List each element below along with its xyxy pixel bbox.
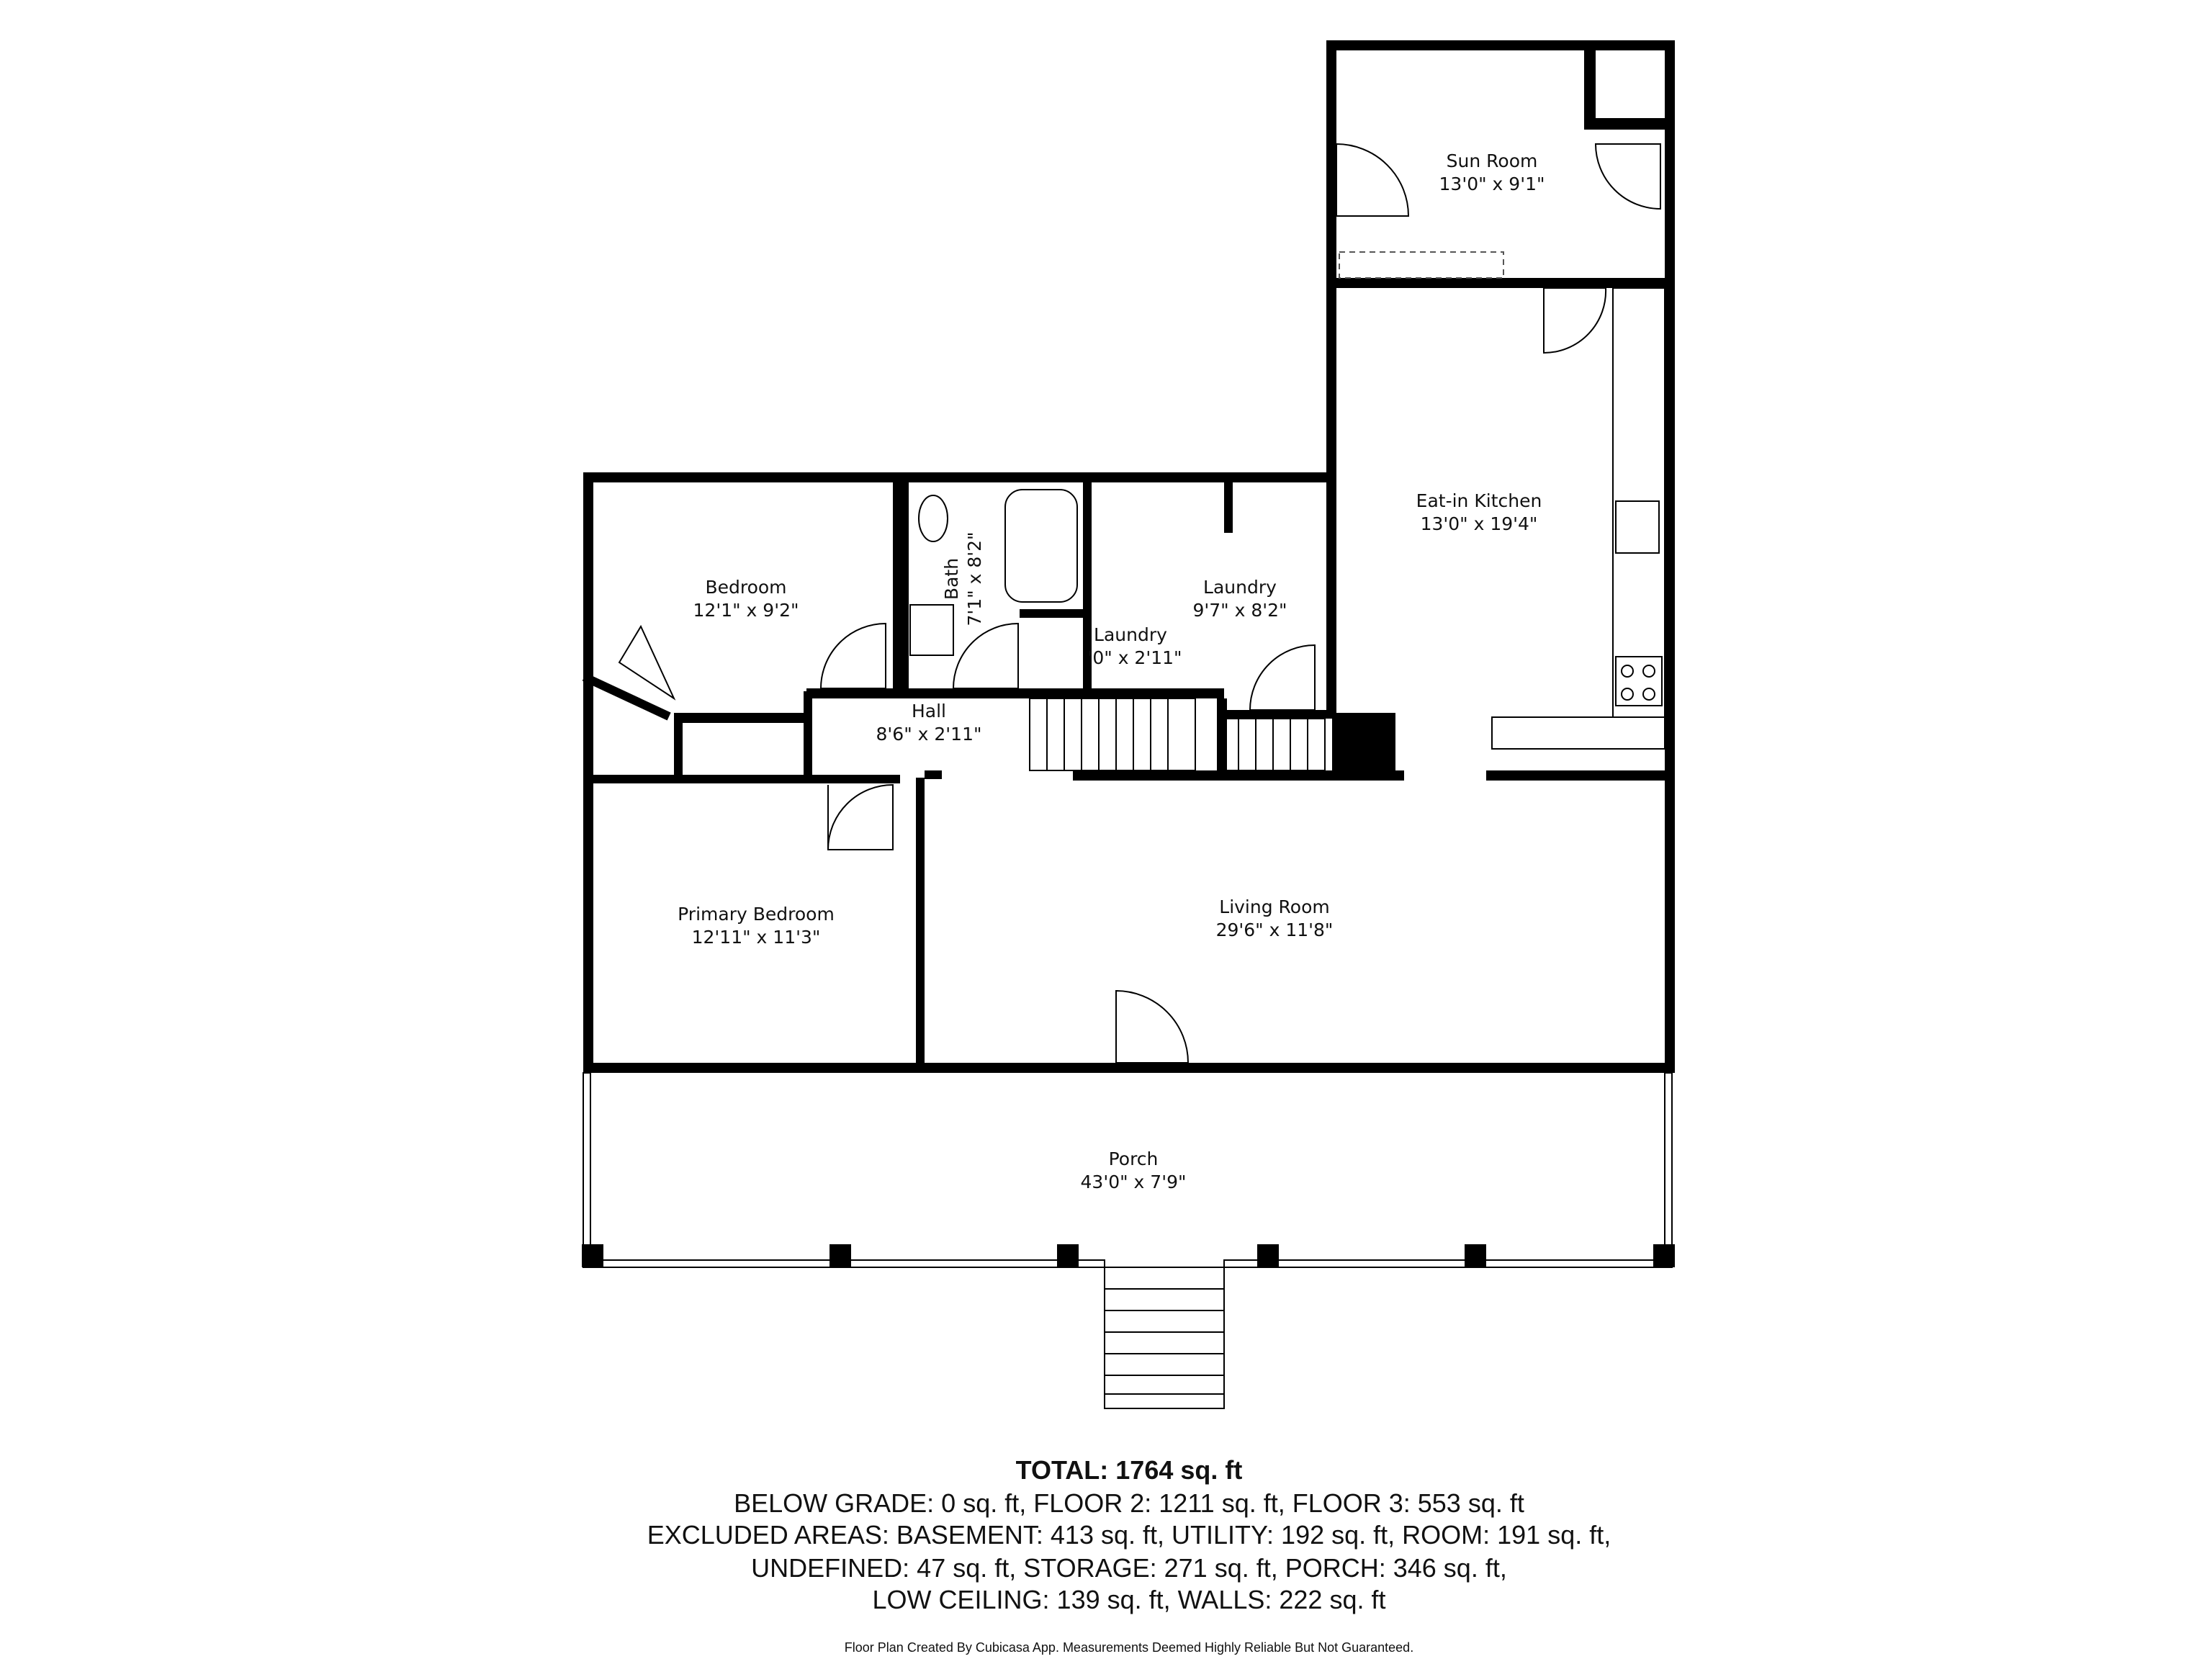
room-size-hall: 8'6" x 2'11" xyxy=(876,724,982,745)
room-size-laundry: 9'7" x 8'2" xyxy=(1192,600,1287,621)
porch-structure xyxy=(582,1072,1675,1268)
room-name-bath: Bath xyxy=(941,558,962,600)
room-name-laundry-closet: Laundry xyxy=(1094,624,1167,645)
fixtures xyxy=(618,143,1665,1409)
room-size-primary-bedroom: 12'11" x 11'3" xyxy=(692,927,821,948)
walls xyxy=(582,40,1675,1073)
room-name-living-room: Living Room xyxy=(1219,896,1329,917)
room-size-bath: 7'1" x 8'2" xyxy=(964,531,985,626)
area-summary: TOTAL: 1764 sq. ft BELOW GRADE: 0 sq. ft… xyxy=(647,1455,1611,1655)
room-size-laundry-closet: '0" x 2'11" xyxy=(1087,647,1182,668)
total-area: TOTAL: 1764 sq. ft xyxy=(1016,1455,1243,1485)
room-size-porch: 43'0" x 7'9" xyxy=(1081,1172,1187,1192)
room-name-laundry: Laundry xyxy=(1203,577,1277,598)
summary-line: EXCLUDED AREAS: BASEMENT: 413 sq. ft, UT… xyxy=(647,1520,1611,1550)
summary-line: UNDEFINED: 47 sq. ft, STORAGE: 271 sq. f… xyxy=(751,1553,1507,1583)
room-name-hall: Hall xyxy=(912,701,946,721)
disclaimer: Floor Plan Created By Cubicasa App. Meas… xyxy=(845,1640,1413,1655)
room-name-primary-bedroom: Primary Bedroom xyxy=(678,904,835,925)
room-labels: Sun Room 13'0" x 9'1" Eat-in Kitchen 13'… xyxy=(678,150,1545,1192)
room-name-kitchen: Eat-in Kitchen xyxy=(1416,490,1542,511)
room-size-sun-room: 13'0" x 9'1" xyxy=(1439,174,1545,194)
room-size-kitchen: 13'0" x 19'4" xyxy=(1421,513,1538,534)
room-size-living-room: 29'6" x 11'8" xyxy=(1216,920,1334,940)
room-size-bedroom: 12'1" x 9'2" xyxy=(693,600,799,621)
room-name-sun-room: Sun Room xyxy=(1447,150,1538,171)
room-name-porch: Porch xyxy=(1109,1148,1159,1169)
summary-line: BELOW GRADE: 0 sq. ft, FLOOR 2: 1211 sq.… xyxy=(734,1488,1524,1518)
summary-line: LOW CEILING: 139 sq. ft, WALLS: 222 sq. … xyxy=(873,1585,1386,1614)
room-name-bedroom: Bedroom xyxy=(705,577,786,598)
